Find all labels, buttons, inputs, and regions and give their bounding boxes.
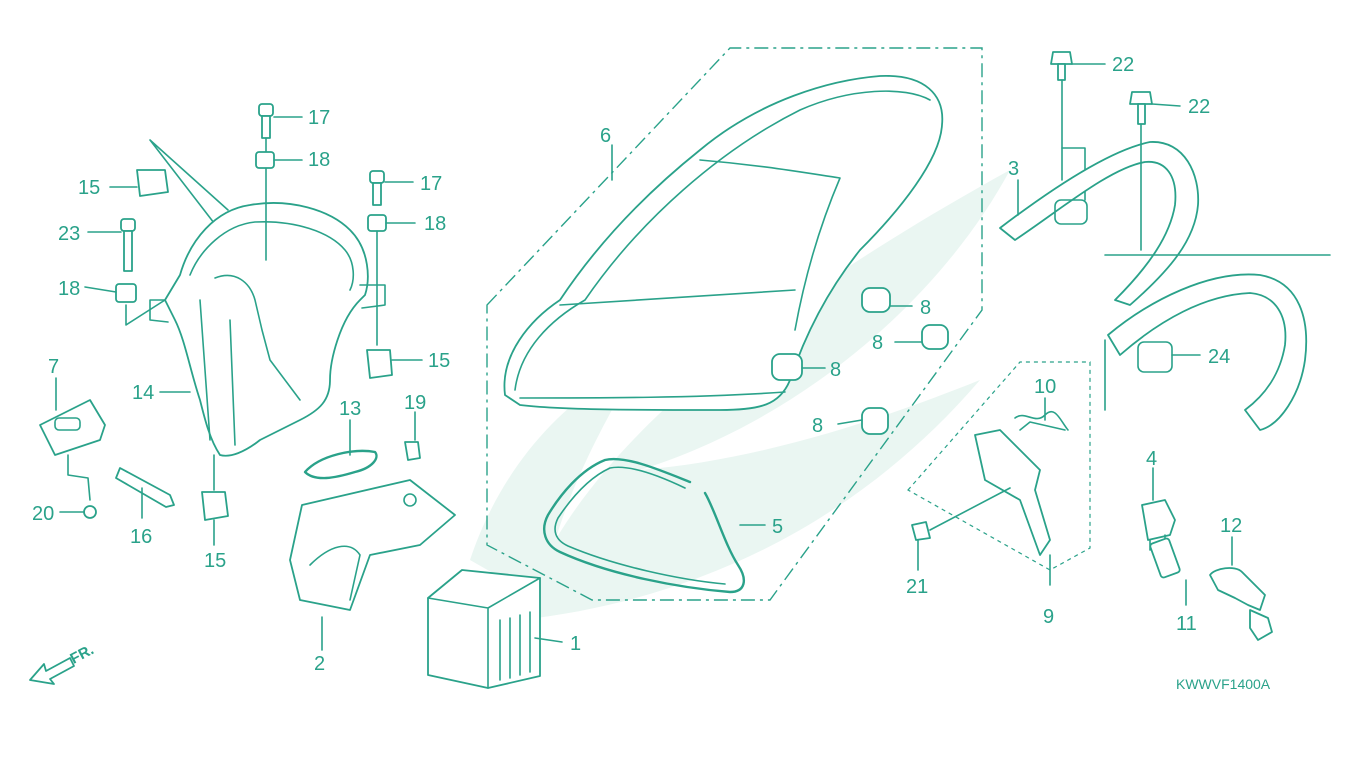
callout-9: 9 (1043, 606, 1054, 628)
callout-8-middle: 8 (830, 359, 841, 381)
callout-15-right: 15 (428, 350, 450, 372)
bracket-part (39, 399, 175, 519)
battery-part (427, 569, 541, 689)
callout-3: 3 (1008, 158, 1019, 180)
box-fasteners (115, 103, 393, 521)
callout-20: 20 (32, 503, 54, 525)
seat-group-boundary (486, 47, 983, 601)
cover-part (289, 441, 456, 611)
callout-5: 5 (772, 516, 783, 538)
callout-8-right: 8 (872, 332, 883, 354)
callout-8-top: 8 (920, 297, 931, 319)
callout-6: 6 (600, 125, 611, 147)
callout-2: 2 (314, 653, 325, 675)
front-direction-arrow: FR. (29, 641, 97, 685)
seat-part (503, 75, 944, 411)
key-lock-part (1141, 499, 1273, 641)
leader-lines (55, 63, 1233, 651)
callout-23: 23 (58, 223, 80, 245)
callout-11: 11 (1176, 613, 1197, 635)
callout-10: 10 (1034, 376, 1056, 398)
callout-12: 12 (1220, 515, 1242, 537)
callout-14: 14 (132, 382, 154, 404)
callout-15-bottom: 15 (204, 550, 226, 572)
luggage-box-part (149, 139, 386, 457)
callout-24: 24 (1208, 346, 1230, 368)
callout-15-top: 15 (78, 177, 100, 199)
bumper-parts (771, 287, 949, 435)
callout-18-top: 18 (308, 149, 330, 171)
callout-21: 21 (906, 576, 928, 598)
callout-1: 1 (570, 633, 581, 655)
callout-17-right: 17 (420, 173, 442, 195)
callout-19: 19 (404, 392, 426, 414)
callout-4: 4 (1146, 448, 1157, 470)
callout-13: 13 (339, 398, 361, 420)
seat-lock-part (907, 361, 1091, 571)
callout-18-left: 18 (58, 278, 80, 300)
callout-17-left: 17 (308, 107, 330, 129)
callout-22-top: 22 (1112, 54, 1134, 76)
diagram-code: KWWVF1400A (1176, 676, 1271, 692)
callout-18-right: 18 (424, 213, 446, 235)
callout-16: 16 (130, 526, 152, 548)
callout-7: 7 (48, 356, 59, 378)
grab-rail-part (999, 141, 1331, 431)
callout-8-bottom: 8 (812, 415, 823, 437)
callout-22-right: 22 (1188, 96, 1210, 118)
seat-band-part (543, 457, 746, 594)
rail-bolts (1050, 51, 1153, 251)
